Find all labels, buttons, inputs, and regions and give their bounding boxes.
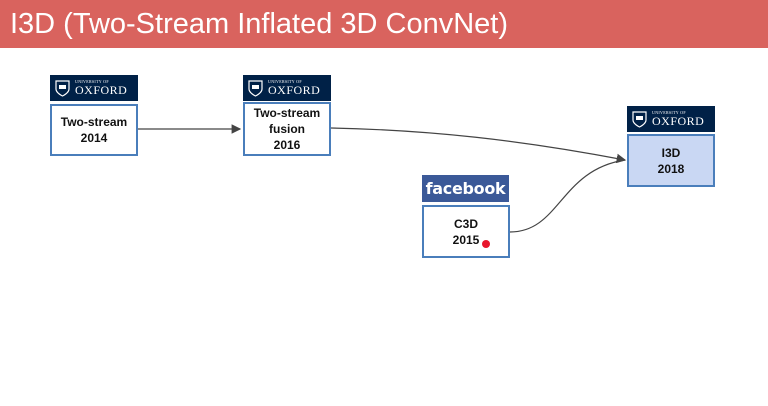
oxford-crest-icon [248, 79, 263, 97]
node-year: 2015 [452, 232, 480, 247]
node-label: fusion [269, 122, 305, 136]
arrow-c3d-to-i3d [509, 159, 626, 233]
node-two-stream-fusion: Two-stream fusion 2016 [243, 102, 331, 156]
node-c3d: C3D 2015 [422, 205, 510, 258]
node-label: Two-stream [60, 115, 128, 129]
oxford-logo: UNIVERSITY OF OXFORD [50, 75, 138, 101]
node-two-stream: Two-stream 2014 [50, 104, 138, 156]
node-year: 2014 [80, 131, 108, 145]
arrow-fusion-to-i3d [330, 127, 627, 164]
oxford-text: OXFORD [75, 83, 128, 97]
oxford-crest-icon [55, 79, 70, 97]
oxford-university-text: UNIVERSITY OF [268, 79, 302, 84]
oxford-text: OXFORD [652, 114, 705, 128]
oxford-logo: UNIVERSITY OF OXFORD [627, 106, 715, 132]
node-label: Two-stream [253, 106, 321, 120]
slide-title: I3D (Two-Stream Inflated 3D ConvNet) [10, 8, 509, 40]
node-i3d: I3D 2018 [627, 134, 715, 187]
facebook-logo: facebook [422, 175, 509, 202]
oxford-crest-icon [632, 110, 647, 128]
oxford-university-text: UNIVERSITY OF [652, 110, 686, 115]
oxford-logo: UNIVERSITY OF OXFORD [243, 75, 331, 101]
title-bar: I3D (Two-Stream Inflated 3D ConvNet) [0, 0, 768, 48]
node-label: I3D [661, 145, 681, 160]
node-label: C3D [453, 216, 478, 231]
node-year: 2018 [657, 161, 685, 176]
pointer-dot [482, 240, 490, 248]
oxford-university-text: UNIVERSITY OF [75, 79, 109, 84]
oxford-text: OXFORD [268, 83, 321, 97]
node-year: 2016 [273, 138, 301, 152]
